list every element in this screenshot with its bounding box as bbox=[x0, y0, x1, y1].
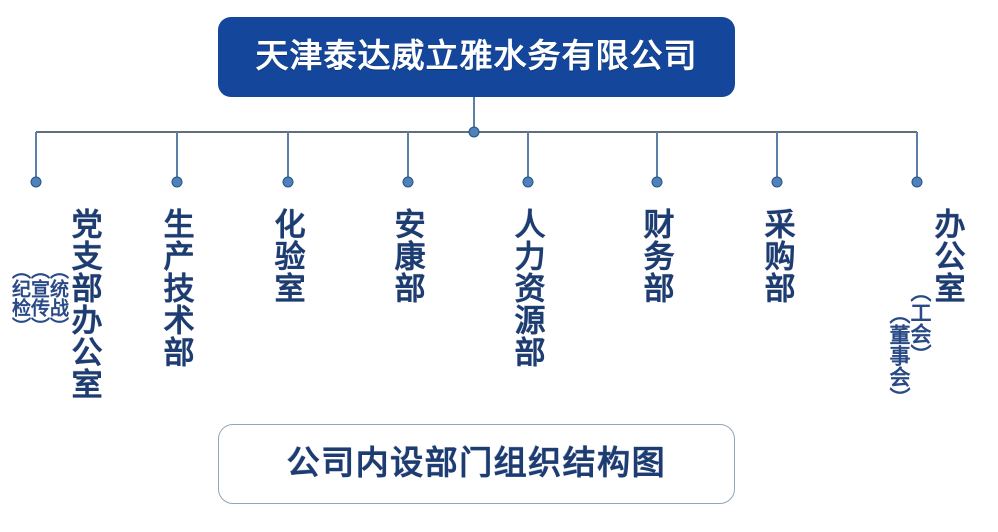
department-label: 化验室 bbox=[269, 208, 305, 304]
node-dot-icon-6 bbox=[651, 176, 663, 188]
department-sublabel: （统战） bbox=[47, 260, 68, 336]
department-node-4[interactable]: 安康部 bbox=[389, 208, 425, 304]
drop-connector-5 bbox=[527, 132, 529, 182]
department-sublabels: （统战）（宣传）（纪检） bbox=[9, 208, 68, 336]
department-sublabels: （工会）（董事会） bbox=[887, 208, 932, 408]
root-company-box: 天津泰达威立雅水务有限公司 bbox=[218, 17, 735, 97]
root-company-label: 天津泰达威立雅水务有限公司 bbox=[255, 38, 698, 75]
caption-box: 公司内设部门组织结构图 bbox=[218, 424, 735, 504]
node-dot-icon-1 bbox=[30, 176, 42, 188]
root-stem-connector bbox=[473, 97, 475, 132]
drop-connector-4 bbox=[407, 132, 409, 182]
node-dot-icon-2 bbox=[171, 176, 183, 188]
department-node-7[interactable]: 采购部 bbox=[759, 208, 795, 304]
department-label: 党支部办公室 bbox=[66, 208, 102, 400]
node-dot-icon-3 bbox=[282, 176, 294, 188]
department-label: 财务部 bbox=[638, 208, 674, 304]
bus-center-dot-icon bbox=[468, 126, 480, 138]
department-node-2[interactable]: 生产技术部 bbox=[158, 208, 194, 368]
department-sublabel: （宣传） bbox=[28, 260, 49, 336]
node-dot-icon-8 bbox=[911, 176, 923, 188]
department-sublabel: （纪检） bbox=[9, 260, 30, 336]
department-node-8[interactable]: 办公室（工会）（董事会） bbox=[887, 208, 965, 408]
node-dot-icon-5 bbox=[522, 176, 534, 188]
node-dot-icon-7 bbox=[771, 176, 783, 188]
drop-connector-7 bbox=[776, 132, 778, 182]
drop-connector-3 bbox=[287, 132, 289, 182]
department-node-3[interactable]: 化验室 bbox=[269, 208, 305, 304]
drop-connector-6 bbox=[656, 132, 658, 182]
department-label: 采购部 bbox=[759, 208, 795, 304]
department-label: 办公室 bbox=[929, 208, 965, 304]
department-node-6[interactable]: 财务部 bbox=[638, 208, 674, 304]
drop-connector-2 bbox=[176, 132, 178, 182]
drop-connector-1 bbox=[35, 132, 37, 182]
department-label: 安康部 bbox=[389, 208, 425, 304]
node-dot-icon-4 bbox=[402, 176, 414, 188]
department-sublabel: （工会） bbox=[908, 281, 932, 365]
department-sublabel: （董事会） bbox=[887, 303, 911, 408]
caption-label: 公司内设部门组织结构图 bbox=[286, 445, 667, 482]
drop-connector-8 bbox=[916, 132, 918, 182]
department-node-5[interactable]: 人力资源部 bbox=[509, 208, 545, 368]
department-label: 人力资源部 bbox=[509, 208, 545, 368]
department-node-1[interactable]: 党支部办公室（统战）（宣传）（纪检） bbox=[9, 208, 102, 400]
department-label: 生产技术部 bbox=[158, 208, 194, 368]
